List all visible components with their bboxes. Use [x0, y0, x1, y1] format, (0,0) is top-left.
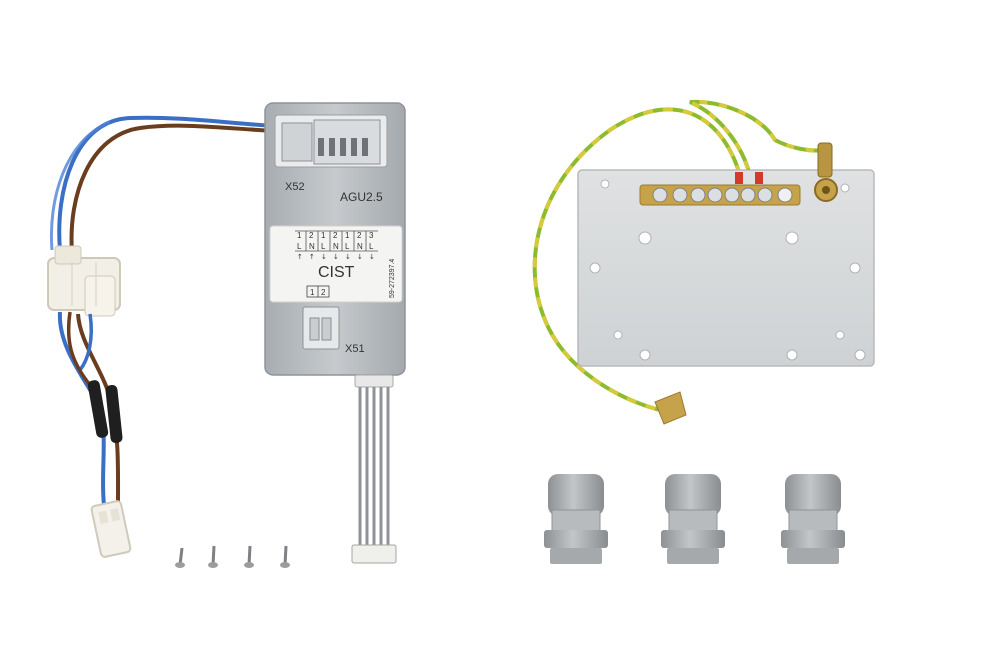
svg-text:↓: ↓ — [333, 253, 339, 261]
mounting-plate — [577, 169, 875, 367]
pin-letter-row: L N L N L N L — [297, 242, 374, 251]
connector-x51 — [302, 306, 340, 350]
svg-text:N: N — [309, 242, 315, 251]
label-x51: X51 — [345, 343, 365, 355]
svg-text:↓: ↓ — [369, 253, 375, 261]
label-x52: X52 — [285, 181, 305, 193]
pin-arrow-row: ↑ ↑ ↓ ↓ ↓ ↓ ↓ — [297, 253, 375, 261]
svg-text:L: L — [297, 242, 302, 251]
screws — [175, 545, 290, 568]
svg-text:↓: ↓ — [321, 253, 327, 261]
svg-text:2: 2 — [309, 231, 314, 240]
terminal-screws — [652, 187, 793, 203]
small-plug — [90, 500, 132, 558]
cable-gland-3 — [781, 474, 845, 564]
svg-text:↑: ↑ — [309, 253, 315, 261]
svg-text:2: 2 — [333, 231, 338, 240]
ribbon-plug — [351, 544, 397, 564]
earth-terminal-assembly — [532, 99, 875, 425]
label-model: AGU2.5 — [340, 190, 383, 204]
svg-text:1: 1 — [297, 231, 302, 240]
plate-holes — [589, 179, 866, 361]
crimp-tab — [654, 391, 687, 425]
blue-wire-upper — [57, 115, 306, 251]
wiring-harness — [47, 115, 306, 558]
screw-1 — [175, 547, 185, 568]
svg-text:2: 2 — [321, 288, 326, 297]
svg-text:L: L — [369, 242, 374, 251]
agu-module: X52 AGU2.5 1 2 1 2 1 2 3 L N L N L N L — [264, 102, 406, 564]
module-label — [269, 225, 403, 303]
svg-text:N: N — [357, 242, 363, 251]
svg-text:1: 1 — [345, 231, 350, 240]
svg-text:L: L — [345, 242, 350, 251]
cable-glands — [544, 474, 845, 564]
pin-number-row: 1 2 1 2 1 2 3 — [297, 231, 374, 240]
cable-gland-2 — [661, 474, 725, 564]
ribbon-cable — [358, 387, 390, 548]
screw-3 — [244, 545, 254, 568]
svg-text:1: 1 — [321, 231, 326, 240]
svg-text:L: L — [321, 242, 326, 251]
svg-text:1: 1 — [310, 288, 315, 297]
svg-text:↓: ↓ — [357, 253, 363, 261]
cable-gland-1 — [544, 474, 608, 564]
screw-4 — [280, 545, 290, 568]
svg-text:N: N — [333, 242, 339, 251]
brown-wire-upper — [69, 123, 306, 253]
svg-text:↓: ↓ — [345, 253, 351, 261]
screw-2 — [208, 545, 218, 568]
label-part-number: 59-272397.4 — [389, 259, 396, 298]
svg-text:↑: ↑ — [297, 253, 303, 261]
svg-text:3: 3 — [369, 231, 374, 240]
svg-text:2: 2 — [357, 231, 362, 240]
label-brand: CIST — [318, 264, 355, 281]
